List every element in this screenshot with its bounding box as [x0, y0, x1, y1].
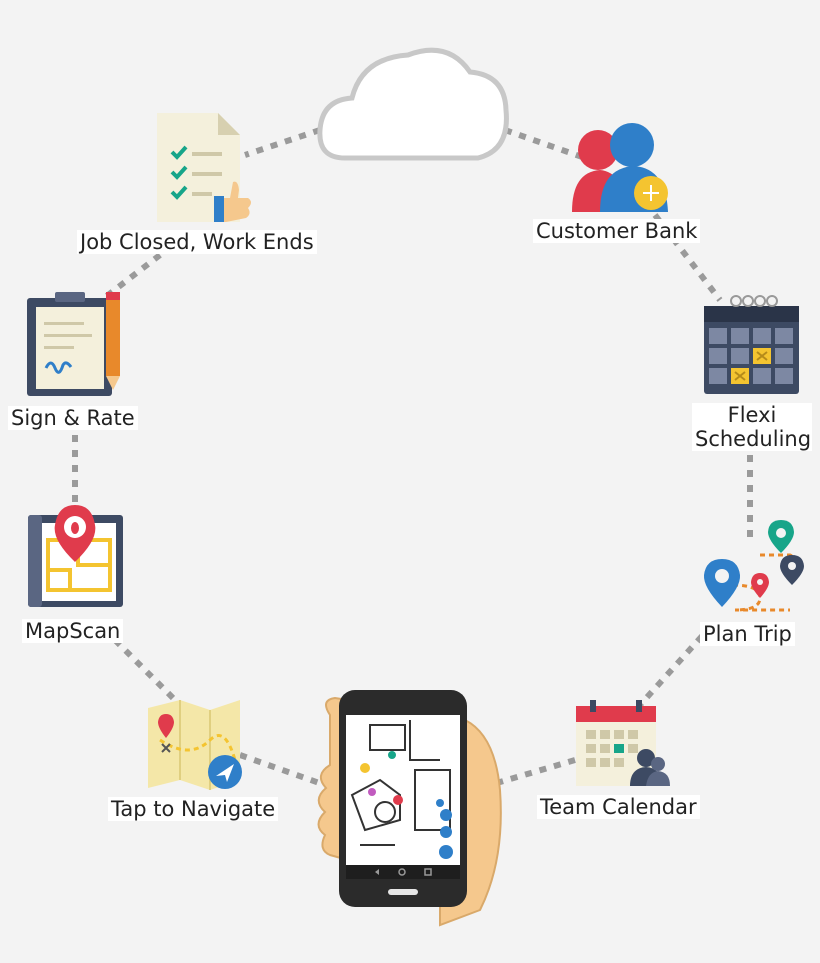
label-team-calendar: Team Calendar [537, 795, 700, 819]
label-customer-bank: Customer Bank [533, 219, 701, 243]
label-tap-to-navigate: Tap to Navigate [108, 797, 279, 821]
cloud-icon [317, 47, 509, 161]
label-job-closed: Job Closed, Work Ends [77, 230, 317, 254]
clipboard-sign-icon [27, 292, 120, 396]
phone-screen [346, 715, 460, 865]
checklist-document-icon [157, 113, 251, 222]
label-plan-trip: Plan Trip [700, 622, 795, 646]
label-flexi-line2: Scheduling [695, 427, 812, 451]
connector-job-sign [93, 252, 162, 308]
folded-map-navigate-icon [148, 700, 242, 790]
customer-group-icon [572, 123, 668, 212]
connector-navigate-phone [239, 752, 326, 788]
route-pins-icon [703, 520, 804, 612]
team-calendar-icon [576, 700, 670, 786]
connector-calendar-phone [489, 757, 576, 788]
label-flexi-scheduling: Flexi Scheduling [692, 403, 812, 451]
label-sign-rate: Sign & Rate [8, 406, 138, 430]
smartphone-hand-icon [317, 690, 502, 927]
connector-cloud-job [244, 127, 321, 158]
floorplan-pest-map-icon [28, 505, 123, 607]
connector-cloud-customer [504, 127, 586, 161]
label-mapscan: MapScan [22, 619, 124, 643]
connector-mapscan-navigate [112, 637, 178, 703]
label-flexi-line1: Flexi [727, 403, 777, 427]
calendar-grid-icon [704, 295, 799, 394]
